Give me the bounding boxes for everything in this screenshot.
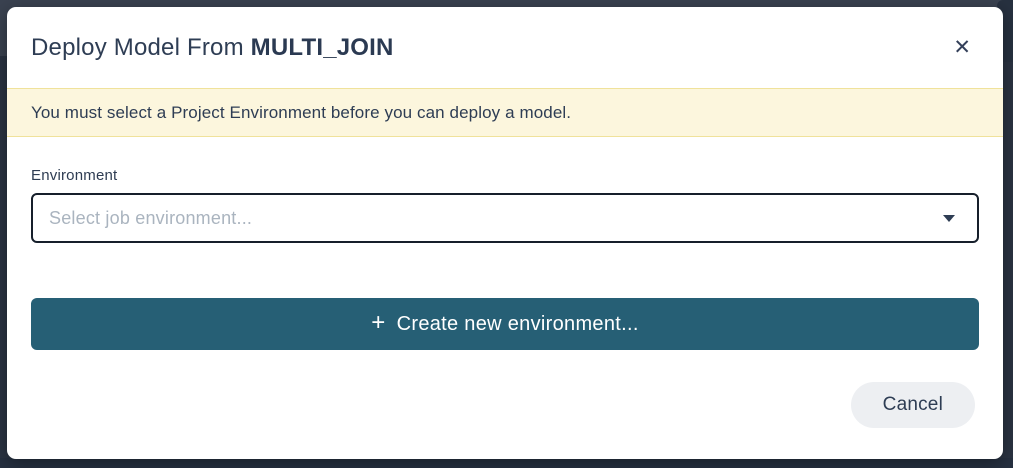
cancel-button[interactable]: Cancel — [850, 382, 975, 428]
create-environment-label: Create new environment... — [396, 312, 639, 335]
dialog-title-prefix: Deploy Model From — [31, 33, 251, 61]
warning-banner: You must select a Project Environment be… — [7, 88, 1003, 137]
create-environment-button[interactable]: + Create new environment... — [31, 298, 979, 350]
caret-down-icon — [943, 214, 955, 222]
environment-select-placeholder: Select job environment... — [49, 207, 253, 228]
dialog-title-model-name: MULTI_JOIN — [250, 33, 394, 61]
environment-select[interactable]: Select job environment... — [31, 193, 979, 243]
plus-icon: + — [371, 309, 386, 336]
environment-label: Environment — [31, 167, 118, 184]
dialog-header: Deploy Model From MULTI_JOIN ✕ — [7, 7, 1003, 88]
backdrop-bottom-band — [0, 458, 1013, 468]
dialog-title: Deploy Model From MULTI_JOIN — [31, 34, 394, 62]
dialog-body: Environment Select job environment... + … — [7, 167, 1003, 428]
warning-text: You must select a Project Environment be… — [31, 102, 572, 122]
dialog-footer: Cancel — [31, 382, 979, 428]
close-icon[interactable]: ✕ — [947, 33, 977, 62]
deploy-model-dialog: Deploy Model From MULTI_JOIN ✕ You must … — [7, 7, 1003, 459]
